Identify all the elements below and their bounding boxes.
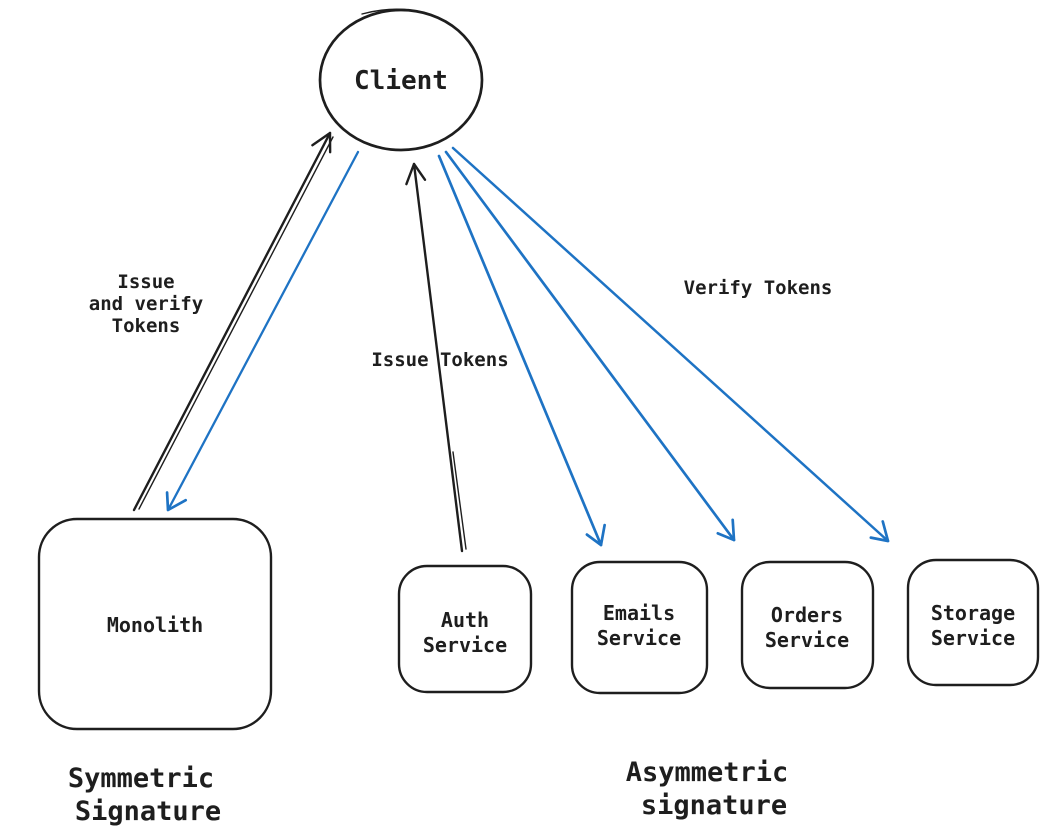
orders-service-box (740, 560, 875, 690)
monolith-node: Monolith (37, 517, 273, 731)
client-ellipse-sketch (361, 8, 427, 15)
auth-service-box (397, 564, 533, 694)
storage-service-label-line1: Storage (931, 601, 1015, 625)
section-titles: Symmetric Signature Asymmetric signature (68, 757, 788, 827)
storage-service-box (906, 558, 1040, 687)
service-node-storage: Storage Service (906, 558, 1040, 687)
arrows (132, 131, 890, 553)
service-node-orders: Orders Service (740, 560, 875, 690)
issue-and-verify-label-line3: Tokens (112, 315, 181, 337)
auth-service-label-line1: Auth (441, 608, 489, 632)
issue-and-verify-label-line2: and verify (89, 293, 203, 315)
arrow-monolith-to-client (132, 131, 332, 512)
issue-and-verify-label-line1: Issue (117, 271, 174, 293)
arrow-client-to-emails (437, 154, 606, 547)
monolith-label: Monolith (107, 613, 203, 637)
symmetric-signature-title-line1: Symmetric (68, 763, 214, 794)
arrow-labels: Issue and verify Tokens Issue Tokens Ver… (89, 271, 833, 371)
auth-service-label-line2: Service (423, 633, 507, 657)
emails-service-label-line2: Service (597, 626, 681, 650)
client-label: Client (354, 66, 448, 96)
emails-service-label-line1: Emails (603, 601, 675, 625)
arrow-auth-to-client-sketch (452, 451, 467, 550)
service-node-emails: Emails Service (570, 560, 709, 695)
arrow-client-to-orders (444, 150, 736, 542)
arrow-monolith-to-client-sketch (138, 136, 334, 510)
verify-tokens-label: Verify Tokens (684, 277, 833, 299)
service-node-auth: Auth Service (397, 564, 533, 694)
arrow-client-to-storage (451, 146, 890, 543)
symmetric-signature-title-line2: Signature (75, 796, 221, 827)
orders-service-label-line2: Service (765, 628, 849, 652)
arrow-auth-to-client (405, 162, 464, 553)
storage-service-label-line2: Service (931, 626, 1015, 650)
monolith-box (37, 517, 273, 731)
client-node: Client (318, 8, 484, 152)
asymmetric-signature-title-line1: Asymmetric (626, 757, 789, 788)
arrow-client-to-monolith (165, 150, 360, 512)
issue-tokens-label: Issue Tokens (371, 349, 508, 371)
asymmetric-signature-title-line2: signature (641, 790, 787, 821)
orders-service-label-line1: Orders (771, 603, 843, 627)
emails-service-box (570, 560, 709, 695)
